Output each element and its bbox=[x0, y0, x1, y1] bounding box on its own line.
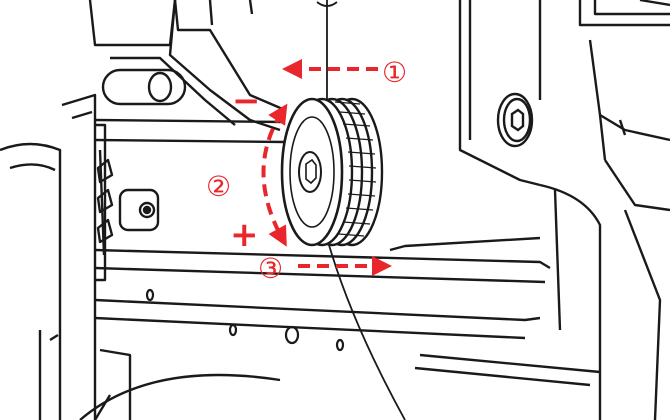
right-housing bbox=[458, 0, 670, 420]
minus-sign: − bbox=[232, 81, 261, 121]
bracket-slot bbox=[101, 68, 187, 106]
bottom-parts bbox=[79, 348, 601, 420]
step-2-label: ② bbox=[206, 170, 231, 203]
step-2-arrow bbox=[261, 103, 288, 247]
small-slot bbox=[118, 188, 160, 232]
plus-sign: + bbox=[230, 215, 259, 255]
step-1-label: ① bbox=[382, 56, 407, 89]
side-clamp bbox=[95, 123, 114, 282]
left-housing bbox=[0, 93, 97, 420]
hex-bolt bbox=[496, 92, 534, 148]
step-3-label: ③ bbox=[258, 252, 283, 285]
rail-holes bbox=[145, 288, 345, 352]
main-rail bbox=[94, 118, 551, 340]
adjustment-knob bbox=[280, 97, 384, 247]
